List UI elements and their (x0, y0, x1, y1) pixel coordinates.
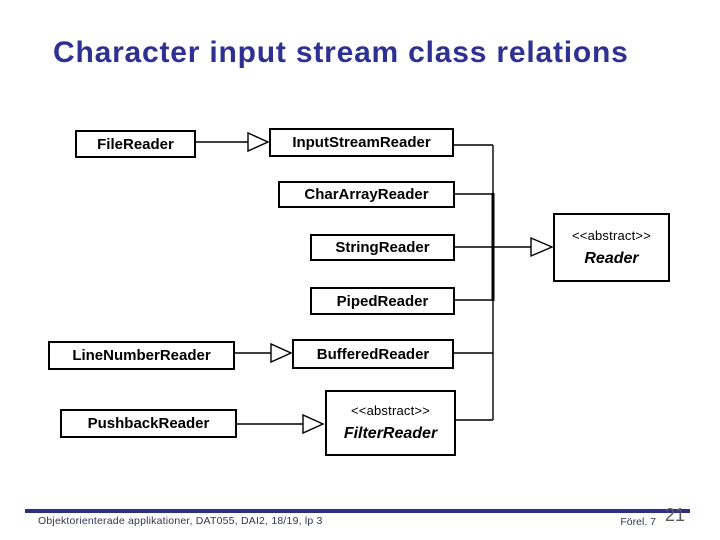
class-name: FilterReader (343, 425, 438, 442)
footer-lecture-label: Förel. 7 (620, 516, 656, 528)
page-title: Character input stream class relations (53, 36, 629, 69)
inheritance-arrow-bufferedreader (270, 342, 293, 364)
class-box-filterreader: <<abstract>> FilterReader (325, 390, 456, 456)
inheritance-arrow-reader (530, 236, 554, 258)
class-box-chararrayreader: CharArrayReader (278, 181, 455, 208)
inheritance-arrow-filterreader (302, 413, 325, 435)
class-box-pipedreader: PipedReader (310, 287, 455, 315)
footer-course-info: Objektorienterade applikationer, DAT055,… (38, 515, 323, 527)
class-name: PipedReader (336, 292, 429, 310)
class-box-reader: <<abstract>> Reader (553, 213, 670, 282)
class-box-pushbackreader: PushbackReader (60, 409, 237, 438)
class-name: PushbackReader (87, 415, 210, 432)
class-name: InputStreamReader (292, 134, 431, 151)
class-box-filereader: FileReader (75, 130, 196, 158)
class-name: BufferedReader (316, 345, 430, 363)
class-box-inputstreamreader: InputStreamReader (269, 128, 454, 157)
class-box-bufferedreader: BufferedReader (292, 339, 454, 369)
class-name: StringReader (335, 239, 430, 256)
class-box-linenumberreader: LineNumberReader (48, 341, 235, 370)
class-name: LineNumberReader (72, 347, 211, 364)
abstract-stereotype: <<abstract>> (350, 403, 430, 418)
class-name: FileReader (97, 135, 174, 153)
class-name: Reader (584, 249, 639, 267)
abstract-stereotype: <<abstract>> (571, 227, 651, 243)
inheritance-arrow-inputstreamreader (247, 131, 270, 153)
footer-divider-bar (25, 509, 690, 513)
class-box-stringreader: StringReader (310, 234, 455, 261)
class-name: CharArrayReader (304, 186, 429, 203)
footer-page-number: 21 (665, 505, 686, 525)
